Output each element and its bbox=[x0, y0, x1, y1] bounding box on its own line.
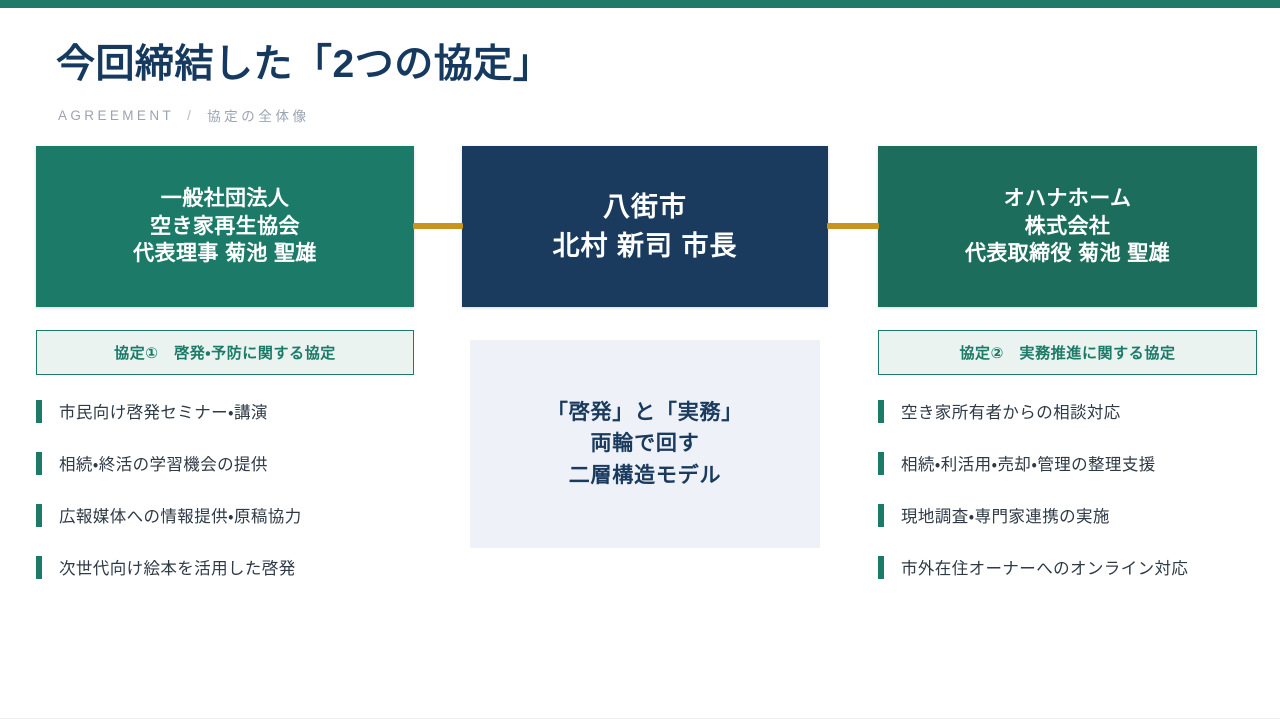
connector-line-right bbox=[827, 223, 879, 229]
subtitle-english: AGREEMENT bbox=[58, 107, 175, 123]
list-item: 市民向け啓発セミナー・講演 bbox=[36, 396, 428, 426]
agreement-1-item-list: 市民向け啓発セミナー・講演 相続・終活の学習機会の提供 広報媒体への情報提供・原… bbox=[36, 396, 428, 604]
list-item-label: 空き家所有者からの相談対応 bbox=[901, 404, 1121, 422]
list-item: 相続・利活用・売却・管理の整理支援 bbox=[878, 448, 1270, 478]
bullet-bar-icon bbox=[878, 451, 884, 475]
list-item-label: 現地調査・専門家連携の実施 bbox=[901, 508, 1110, 526]
list-item-label: 市民向け啓発セミナー・講演 bbox=[59, 404, 268, 422]
list-item-label: 次世代向け絵本を活用した啓発 bbox=[59, 560, 296, 578]
bottom-divider bbox=[0, 718, 1280, 719]
page-title: 今回締結した「2つの協定」 bbox=[56, 43, 553, 86]
list-item: 空き家所有者からの相談対応 bbox=[878, 396, 1270, 426]
concept-panel: 「啓発」と「実務」 両輪で回す 二層構造モデル bbox=[470, 340, 820, 548]
agreement-badge-2: 協定② 実務推進に関する協定 bbox=[878, 330, 1257, 375]
party-box-association: 一般社団法人 空き家再生協会 代表理事 菊池 聖雄 bbox=[36, 146, 414, 307]
list-item-label: 広報媒体への情報提供・原稿協力 bbox=[59, 508, 302, 526]
party-right-line-3: 代表取締役 菊池 聖雄 bbox=[964, 242, 1171, 266]
party-right-line-1: オハナホーム bbox=[1003, 186, 1132, 210]
connector-line-left bbox=[413, 223, 463, 229]
party-box-city: 八街市 北村 新司 市長 bbox=[462, 146, 828, 307]
list-item-label: 相続・終活の学習機会の提供 bbox=[59, 456, 268, 474]
list-item-label: 相続・利活用・売却・管理の整理支援 bbox=[901, 456, 1156, 474]
party-left-line-3: 代表理事 菊池 聖雄 bbox=[133, 242, 317, 266]
list-item: 現地調査・専門家連携の実施 bbox=[878, 500, 1270, 530]
concept-line-1: 「啓発」と「実務」 bbox=[546, 400, 744, 424]
party-center-line-1: 八街市 bbox=[603, 192, 687, 223]
party-right-line-2: 株式会社 bbox=[1024, 214, 1111, 238]
subtitle-japanese: 協定の全体像 bbox=[207, 109, 310, 124]
bullet-bar-icon bbox=[878, 503, 884, 527]
bullet-bar-icon bbox=[878, 399, 884, 423]
list-item-label: 市外在住オーナーへのオンライン対応 bbox=[901, 560, 1189, 578]
agreement-badge-1: 協定① 啓発・予防に関する協定 bbox=[36, 330, 414, 375]
party-left-line-1: 一般社団法人 bbox=[160, 186, 290, 210]
party-left-line-2: 空き家再生協会 bbox=[150, 214, 300, 238]
bullet-bar-icon bbox=[36, 451, 42, 475]
top-accent-bar bbox=[0, 0, 1280, 8]
party-box-company: オハナホーム 株式会社 代表取締役 菊池 聖雄 bbox=[878, 146, 1257, 307]
bullet-bar-icon bbox=[36, 503, 42, 527]
concept-line-2: 両輪で回す bbox=[590, 432, 700, 456]
bullet-bar-icon bbox=[878, 555, 884, 579]
subtitle-separator: / bbox=[187, 107, 195, 123]
list-item: 広報媒体への情報提供・原稿協力 bbox=[36, 500, 428, 530]
subtitle-eyebrow: AGREEMENT / 協定の全体像 bbox=[58, 105, 310, 125]
concept-line-3: 二層構造モデル bbox=[568, 463, 722, 487]
bullet-bar-icon bbox=[36, 399, 42, 423]
list-item: 次世代向け絵本を活用した啓発 bbox=[36, 552, 428, 582]
bullet-bar-icon bbox=[36, 555, 42, 579]
list-item: 相続・終活の学習機会の提供 bbox=[36, 448, 428, 478]
list-item: 市外在住オーナーへのオンライン対応 bbox=[878, 552, 1270, 582]
agreement-2-item-list: 空き家所有者からの相談対応 相続・利活用・売却・管理の整理支援 現地調査・専門家… bbox=[878, 396, 1270, 604]
party-center-line-2: 北村 新司 市長 bbox=[552, 230, 738, 261]
